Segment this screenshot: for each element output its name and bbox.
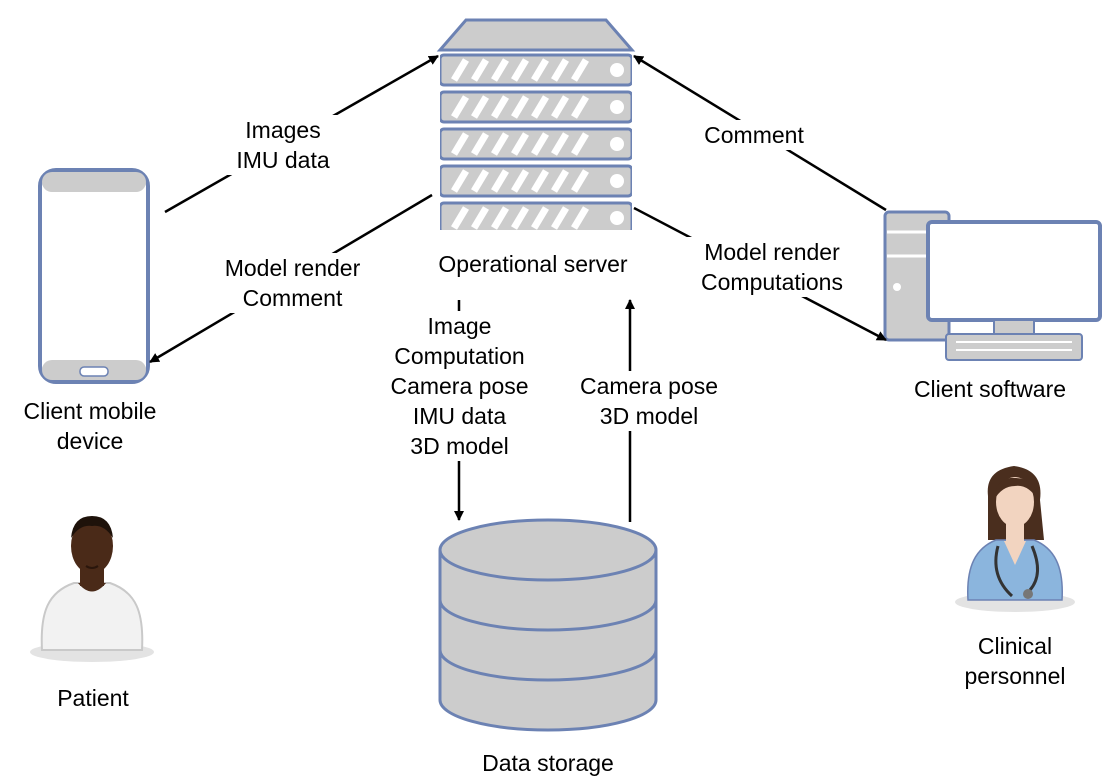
server-icon [436, 18, 636, 233]
mobile-to-server-label: Images IMU data [218, 115, 348, 175]
server-to-mobile-label: Model render Comment [205, 253, 380, 313]
server-to-storage-label: Image Computation Camera pose IMU data 3… [372, 311, 547, 461]
patient-label: Patient [57, 685, 129, 711]
database-icon [438, 518, 658, 732]
server-to-client-label: Model render Computations [682, 237, 862, 297]
storage-to-server-label: Camera pose 3D model [560, 371, 738, 431]
clinical-personnel-label: Clinical personnel [964, 633, 1066, 689]
patient-icon [30, 516, 154, 662]
clinician-icon [955, 466, 1075, 612]
client-software-label: Client software [913, 376, 1067, 402]
data-storage-label: Data storage [482, 750, 614, 776]
desktop-computer-icon [883, 210, 1102, 361]
mobile-phone-icon [38, 168, 150, 384]
server-label: Operational server [418, 249, 648, 279]
client-to-server-label: Comment [685, 120, 823, 150]
mobile-device-label: Client mobile device [23, 398, 157, 454]
